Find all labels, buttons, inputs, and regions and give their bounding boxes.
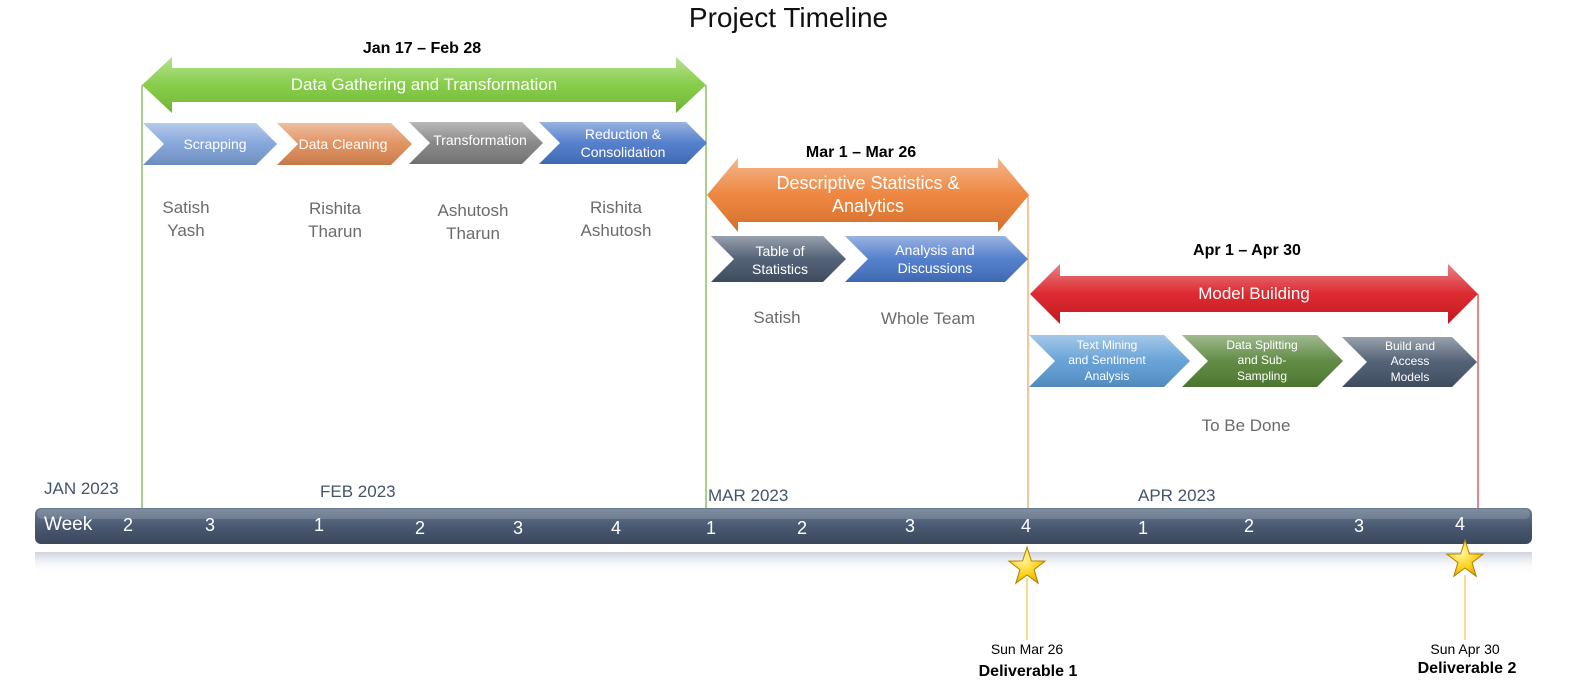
week-number: 1 [313,515,324,535]
assignees-reduction: Rishita Ashutosh [580,198,652,241]
task-label-table-of-statistics: Table of Statistics [751,242,808,277]
month-label-apr: APR 2023 [1138,486,1216,505]
assignees-model-building: To Be Done [1201,416,1291,435]
task-chevron-data-cleaning [277,123,412,165]
deliverable1-star-icon [1007,545,1047,585]
phase2-arrow [707,158,1029,232]
week-number: 3 [512,518,523,538]
deliverable2-star-icon [1445,538,1485,578]
assignees-scrapping: Satish Yash [162,198,210,241]
task-label-data-splitting: Data Splitting and Sub- Sampling [1226,337,1298,383]
task-label-reduction: Reduction & Consolidation [580,125,666,160]
deliverable2-date: Sun Apr 30 [1430,641,1500,657]
task-chevron-text-mining [1029,335,1190,387]
task-label-text-mining: Text Mining and Sentiment Analysis [1068,337,1146,383]
page-title: Project Timeline [688,2,889,33]
phase3-arrow [1030,264,1478,324]
week-number: 4 [1454,514,1465,534]
week-number: 3 [204,515,215,535]
week-number: 4 [1020,516,1031,536]
month-label-feb: FEB 2023 [320,482,396,501]
assignees-analysis: Whole Team [880,309,976,328]
week-label: Week [44,514,93,535]
deliverable1-name: Deliverable 1 [978,663,1078,680]
week-number: 2 [414,518,425,538]
phase3-date-range: Apr 1 – Apr 30 [1193,242,1301,259]
task-chevron-reduction [539,122,707,164]
month-label-jan: JAN 2023 [44,479,119,498]
assignees-data-cleaning: Rishita Tharun [308,199,362,242]
task-chevron-table-of-statistics [711,236,846,282]
week-number: 1 [1137,518,1148,538]
phase2-name: Descriptive Statistics & Analytics [776,172,960,216]
assignees-transformation: Ashutosh Tharun [437,201,509,244]
deliverable2-name: Deliverable 2 [1417,660,1517,677]
task-label-analysis: Analysis and Discussions [895,241,975,276]
timeline-axis-bar [35,508,1532,544]
phase3-name: Model Building [1198,283,1310,303]
task-label-transformation: Transformation [433,131,527,148]
assignees-table-of-statistics: Satish [753,308,801,327]
phase1-name: Data Gathering and Transformation [290,74,558,94]
task-chevron-data-splitting [1182,335,1343,387]
task-chevron-analysis [845,236,1028,282]
phase2-date-range: Mar 1 – Mar 26 [805,144,917,161]
phase1-arrow [142,57,706,113]
task-label-build-models: Build and Access Models [1384,338,1436,384]
week-number: 4 [610,518,621,538]
week-number: 2 [796,518,807,538]
month-label-mar: MAR 2023 [708,486,789,505]
phase1-date-range: Jan 17 – Feb 28 [362,40,482,57]
task-chevron-build-models [1342,337,1477,387]
week-number: 2 [122,515,133,535]
timeline-axis-reflection [35,552,1532,574]
week-number: 3 [1353,516,1364,536]
task-chevron-transformation [409,122,543,164]
deliverable1-date: Sun Mar 26 [990,641,1064,657]
task-chevron-scrapping [143,123,277,165]
week-number: 2 [1243,516,1254,536]
task-label-data-cleaning: Data Cleaning [298,135,388,152]
week-number: 3 [904,516,915,536]
task-label-scrapping: Scrapping [183,135,247,152]
week-number: 1 [705,518,716,538]
